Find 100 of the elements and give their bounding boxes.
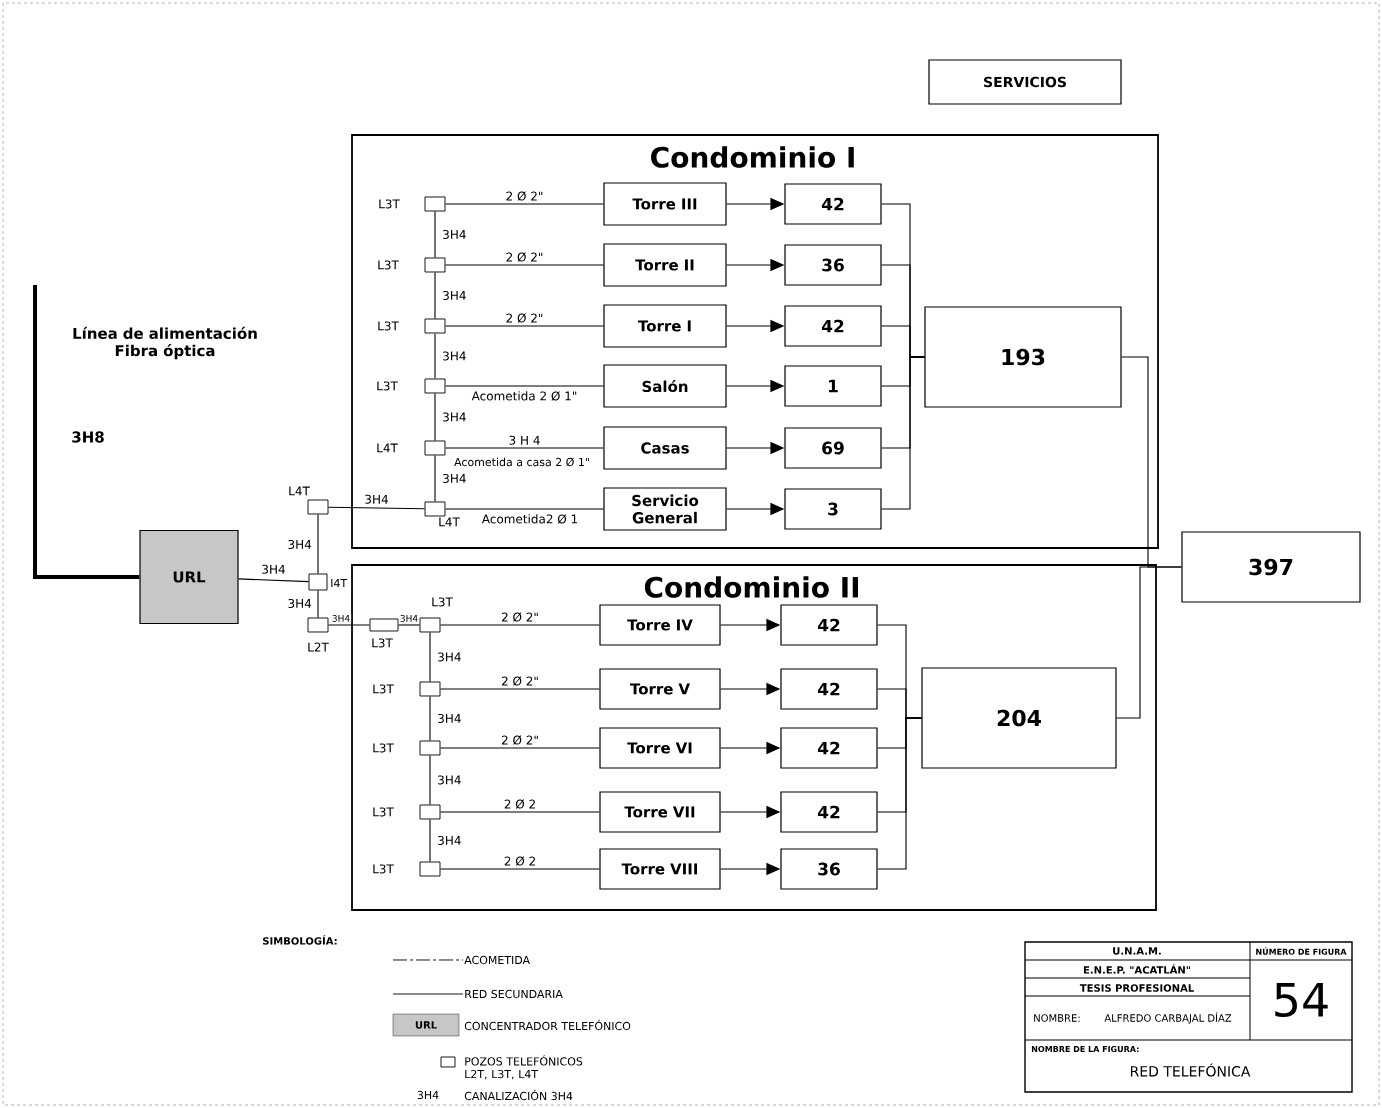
count-box: 42 bbox=[780, 604, 878, 646]
building-box: Torre V bbox=[599, 668, 721, 710]
edge-label: 3H4 bbox=[441, 289, 468, 302]
cable-label: Acometida a casa 2 Ø 1" bbox=[454, 457, 589, 467]
title-block-text: U.N.A.M. bbox=[1113, 947, 1161, 955]
cable-line bbox=[317, 513, 319, 575]
title-block-text: ALFREDO CARBAJAL DÍAZ bbox=[1104, 1012, 1232, 1024]
manhole-label: L4T bbox=[377, 443, 398, 453]
cable-line bbox=[444, 203, 604, 205]
edge-label: 3H4 bbox=[330, 614, 352, 623]
building-box: Torre II bbox=[603, 243, 727, 287]
legend-text: CONCENTRADOR TELEFÓNICO bbox=[464, 1019, 631, 1031]
edge-label: 3H4 bbox=[398, 614, 420, 623]
building-box: Torre IV bbox=[599, 604, 721, 646]
cable-line bbox=[429, 754, 431, 806]
cable-line bbox=[439, 868, 600, 870]
edge-label: 3H4 bbox=[441, 472, 468, 485]
manhole-label: L3T bbox=[373, 864, 394, 874]
edge-label: 3H4 bbox=[363, 493, 390, 505]
edge-label: 3H4 bbox=[286, 538, 313, 551]
edge-label: 3 H 4 bbox=[507, 434, 542, 446]
cable-line bbox=[317, 589, 319, 619]
legend-text: CANALIZACIÓN 3H4 bbox=[464, 1089, 573, 1101]
manhole-label: L3T bbox=[432, 597, 453, 607]
cable-line bbox=[33, 285, 140, 579]
legend-text: RED SECUNDARIA bbox=[465, 989, 563, 999]
manhole-label: L3T bbox=[373, 684, 394, 694]
legend-text: POZOS TELEFÓNICOS L2T, L3T, L4T bbox=[465, 1055, 583, 1080]
concentrator-sample: URL bbox=[392, 1013, 460, 1037]
cable-line bbox=[429, 695, 431, 742]
manhole-label: L3T bbox=[372, 638, 393, 648]
manhole-label: L3T bbox=[373, 807, 394, 817]
count-box: 42 bbox=[784, 183, 882, 225]
figure-number: 54 bbox=[1275, 982, 1328, 1018]
building-box: Torre VIII bbox=[599, 848, 721, 890]
count-box: 69 bbox=[784, 427, 882, 469]
cable-line bbox=[444, 447, 604, 449]
total-box: 193 bbox=[924, 306, 1122, 408]
cable-line bbox=[439, 811, 600, 813]
cable-line bbox=[434, 392, 436, 442]
manhole-label: L3T bbox=[378, 260, 399, 270]
header-box: SERVICIOS bbox=[928, 59, 1122, 105]
cable-line bbox=[444, 264, 604, 266]
manhole-label: L3T bbox=[379, 199, 400, 209]
edge-label: 2 Ø 2" bbox=[504, 251, 545, 263]
edge-label: 2 Ø 2 bbox=[502, 855, 538, 867]
edge-label: 3H4 bbox=[436, 774, 463, 786]
manhole-label: I4T bbox=[331, 579, 348, 587]
legend-text: ACOMETIDA bbox=[464, 955, 530, 965]
total-box: 397 bbox=[1181, 531, 1361, 603]
manhole-label: L2T bbox=[308, 642, 329, 652]
building-box: Torre III bbox=[603, 182, 727, 226]
manhole-label: L3T bbox=[373, 743, 394, 753]
edge-label: 2 Ø 2 bbox=[502, 798, 538, 810]
cable-line bbox=[1116, 566, 1182, 719]
edge-label: 3H4 bbox=[286, 597, 313, 610]
building-box: Casas bbox=[603, 426, 727, 470]
cable-line bbox=[439, 747, 600, 749]
cable-line bbox=[327, 506, 426, 510]
cable-line bbox=[397, 624, 421, 626]
edge-label: 2 Ø 2" bbox=[500, 675, 540, 687]
cable-line bbox=[429, 818, 431, 863]
count-box: 42 bbox=[780, 791, 878, 833]
cable-line bbox=[444, 508, 604, 510]
cable-line bbox=[434, 454, 436, 503]
title-block-text: NOMBRE: bbox=[1034, 1014, 1080, 1022]
manhole-label: L3T bbox=[378, 321, 399, 331]
cable-line bbox=[238, 578, 310, 583]
cable-line bbox=[429, 631, 431, 683]
cable-line bbox=[444, 325, 604, 327]
count-box: 36 bbox=[780, 848, 878, 890]
count-box: 36 bbox=[784, 244, 882, 286]
edge-label: 3H4 bbox=[436, 651, 463, 663]
cable-line bbox=[881, 356, 925, 510]
title-block-text: NÚMERO DE FIGURA bbox=[1256, 947, 1347, 955]
edge-label: 3H4 bbox=[441, 411, 468, 423]
building-box: Torre VII bbox=[599, 791, 721, 833]
edge-label: 3H4 bbox=[436, 834, 463, 847]
edge-label: 2 Ø 2" bbox=[500, 611, 540, 623]
building-box: Torre VI bbox=[599, 727, 721, 769]
building-box: Servicio General bbox=[603, 487, 727, 531]
edge-label: Acometida 2 Ø 1" bbox=[470, 390, 579, 402]
edge-label: 3H4 bbox=[441, 350, 468, 362]
manhole-label: L3T bbox=[377, 381, 398, 391]
count-box: 42 bbox=[780, 668, 878, 710]
manhole-label: L4T bbox=[439, 517, 460, 527]
edge-label: 3H4 bbox=[436, 712, 463, 725]
cable-line bbox=[439, 688, 600, 690]
cable-line bbox=[434, 332, 436, 380]
count-box: 42 bbox=[784, 305, 882, 347]
legend-symbol: 3H4 bbox=[417, 1090, 439, 1100]
legend-title: SIMBOLOGÍA: bbox=[263, 935, 337, 945]
cable-line bbox=[439, 624, 600, 626]
building-box: Torre I bbox=[603, 304, 727, 348]
edge-label: 3H4 bbox=[260, 563, 287, 575]
title-block-text: TESIS PROFESIONAL bbox=[1079, 984, 1194, 992]
cable-line bbox=[327, 624, 371, 626]
cable-line bbox=[434, 271, 436, 320]
cable-line bbox=[444, 385, 604, 387]
cable-line bbox=[877, 717, 922, 870]
